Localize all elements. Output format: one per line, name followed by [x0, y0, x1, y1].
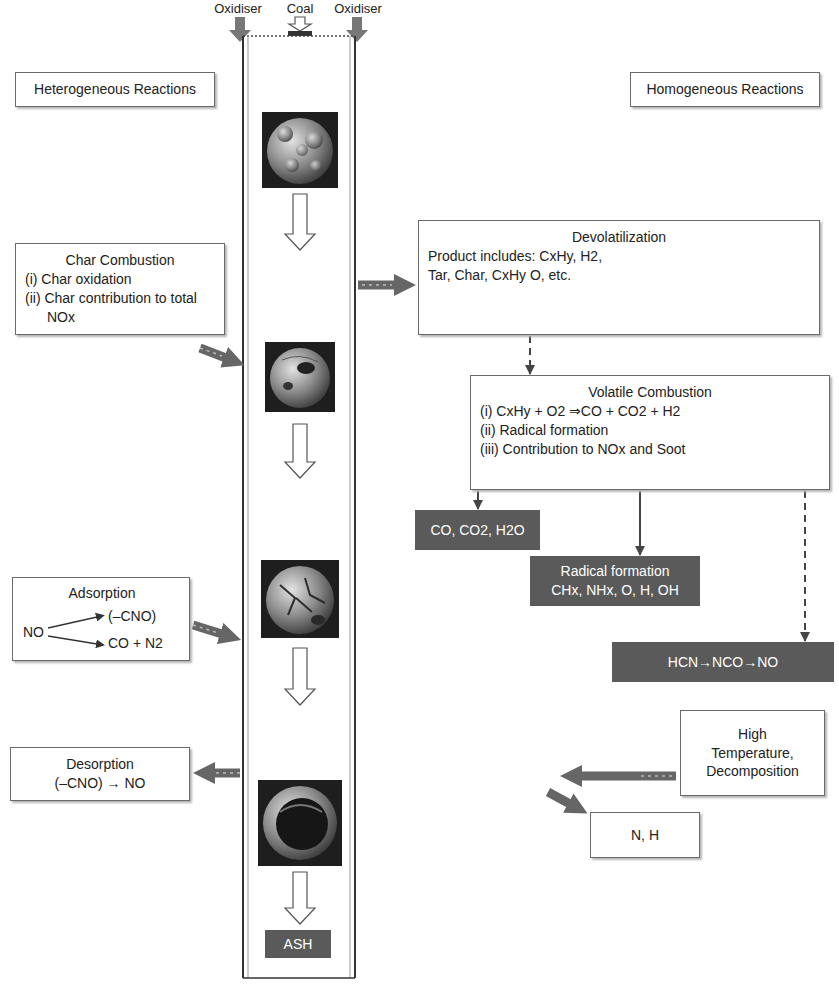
box-heading: Radical formation [538, 562, 692, 581]
box-text: ASH [267, 935, 329, 954]
box-text: (iii) Contribution to NOx and Soot [480, 440, 820, 459]
box-text: CHx, NHx, O, H, OH [538, 581, 692, 600]
inlet-label: Coal [278, 1, 322, 16]
box-heading: Desorption [20, 755, 180, 774]
box-text: Homogeneous Reactions [640, 80, 810, 99]
box-text: (–CNO) → NO [20, 774, 180, 793]
box-text: CO, CO2, H2O [423, 521, 532, 540]
box-text: High Temperature, Decomposition [698, 725, 808, 782]
process-box: DevolatilizationProduct includes: CxHy, … [418, 220, 820, 335]
heading-box: Heterogeneous Reactions [15, 72, 215, 107]
box-heading: Volatile Combustion [480, 383, 820, 402]
box-text: (–CNO) [108, 607, 188, 626]
process-box: AdsorptionNO (–CNO) CO + N2 [12, 577, 190, 661]
box-heading: Char Combustion [25, 251, 215, 270]
box-text: Heterogeneous Reactions [25, 80, 205, 99]
product-box: HCN→NCO→NO [612, 642, 834, 682]
flow-arrow [529, 336, 531, 374]
ash-box: ASH [265, 930, 331, 958]
product-box: Radical formationCHx, NHx, O, H, OH [530, 556, 700, 606]
heading-box: Homogeneous Reactions [630, 72, 820, 107]
box-text: Product includes: CxHy, H2, Tar, Char, C… [428, 247, 613, 285]
condition-box: High Temperature, Decomposition [680, 710, 825, 796]
process-box: Desorption(–CNO) → NO [10, 747, 190, 801]
box-text: CO + N2 [108, 634, 188, 653]
box-text: NO [23, 623, 63, 642]
product-box: CO, CO2, H2O [415, 510, 540, 550]
box-text: (i) Char oxidation [25, 270, 215, 289]
box-text: N, H [600, 826, 690, 845]
box-text: (i) CxHy + O2 ⇒CO + CO2 + H2 [480, 402, 820, 421]
box-text: (ii) Char contribution to total NOx [25, 289, 215, 327]
process-box: Char Combustion(i) Char oxidation(ii) Ch… [15, 243, 225, 335]
flow-arrow [639, 491, 641, 555]
box-text: HCN→NCO→NO [620, 653, 826, 672]
flow-arrow [804, 491, 806, 641]
product-box: N, H [590, 812, 700, 858]
inlet-label: Oxidiser [203, 1, 273, 16]
box-heading: Adsorption [13, 584, 191, 603]
box-text: (ii) Radical formation [480, 421, 820, 440]
flow-arrow [477, 491, 479, 509]
process-box: Volatile Combustion(i) CxHy + O2 ⇒CO + C… [470, 375, 830, 490]
box-heading: Devolatilization [428, 228, 810, 247]
inlet-label: Oxidiser [323, 1, 393, 16]
